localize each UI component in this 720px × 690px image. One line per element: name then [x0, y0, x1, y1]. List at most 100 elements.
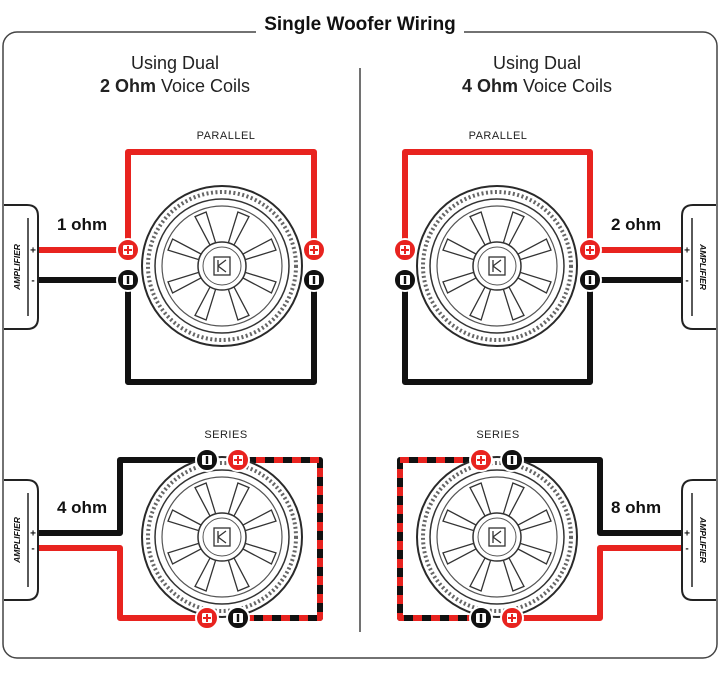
bl-terminal-pos-1-plus-v [237, 456, 239, 464]
tr-woofer-logo [488, 256, 506, 276]
top-right-impedance: 2 ohm [611, 215, 662, 234]
bl-terminal-neg-2 [226, 606, 250, 630]
top-left-config-label: PARALLEL [196, 130, 256, 142]
bl-terminal-neg-1-minus [205, 456, 209, 464]
tl-terminal-neg-1 [116, 268, 140, 292]
tr-terminal-neg-1 [393, 268, 417, 292]
left-heading: Using Dual 2 Ohm Voice Coils [5, 52, 345, 98]
tl-amplifier-body [4, 204, 39, 330]
tl-amplifier-plus-sign: + [30, 246, 36, 257]
br-woofer [416, 456, 578, 618]
br-terminal-pos-1-plus-v [480, 456, 482, 464]
bl-amplifier-body [4, 479, 39, 601]
bl-terminal-pos-1 [226, 448, 250, 472]
left-heading-line1: Using Dual [130, 53, 220, 73]
tr-woofer-gasket [421, 190, 573, 342]
tr-amplifier-label: AMPLIFIER [698, 243, 708, 291]
bl-amplifier-plus-sign: + [30, 529, 36, 540]
tr-amplifier-minus-sign: - [685, 276, 688, 287]
left-heading-rest: Voice Coils [160, 76, 251, 96]
bl-woofer-logo [213, 527, 231, 547]
bl-amplifier-minus-sign: - [31, 544, 34, 555]
tr-terminal-pos-2-plus-v [589, 246, 591, 254]
tl-woofer-surround-inner [161, 205, 283, 327]
br-terminal-neg-2 [469, 606, 493, 630]
tr-woofer-logo-mark [492, 259, 502, 273]
tr-terminal-pos-1-plus-v [404, 246, 406, 254]
br-amplifier-label: AMPLIFIER [698, 516, 708, 564]
tl-woofer-gasket [146, 190, 298, 342]
top-left-impedance: 1 ohm [57, 215, 108, 234]
tl-woofer-logo [213, 256, 231, 276]
bl-woofer-surround-inner [161, 476, 283, 598]
br-terminal-neg-1-minus [510, 456, 514, 464]
br-series-jumper-dash [397, 457, 481, 621]
tr-terminal-neg-1-minus [403, 276, 407, 284]
br-woofer-logo [488, 527, 506, 547]
tl-terminal-pos-1 [116, 238, 140, 262]
tl-terminal-neg-1-minus [126, 276, 130, 284]
bottom-left-config-label: SERIES [204, 429, 248, 441]
bl-woofer [141, 456, 303, 618]
br-amplifier-body [681, 479, 716, 601]
tl-terminal-neg-2-minus [312, 276, 316, 284]
br-terminal-neg-2-minus [479, 614, 483, 622]
br-amp-positive-wire [509, 545, 685, 621]
br-terminal-pos-2-plus-v [511, 614, 513, 622]
bl-amp-negative-wire [35, 457, 210, 536]
tl-woofer [141, 185, 303, 347]
top-right-config-label: PARALLEL [468, 130, 528, 142]
tr-terminal-pos-2 [578, 238, 602, 262]
tr-woofer [416, 185, 578, 347]
tl-amplifier-minus-sign: - [31, 276, 34, 287]
br-woofer-logo-mark [492, 530, 502, 544]
bottom-right-config-label: SERIES [476, 429, 520, 441]
tl-parallel-positive-jumper [125, 149, 317, 253]
right-heading-line1: Using Dual [492, 53, 582, 73]
br-amplifier [681, 479, 716, 601]
tr-amplifier-body [681, 204, 716, 330]
tr-amplifier-plus-sign: + [684, 246, 690, 257]
right-heading-rest: Voice Coils [522, 76, 613, 96]
br-woofer-surround-inner [436, 476, 558, 598]
tl-woofer-dustcap-ring [202, 246, 242, 286]
bottom-right-impedance: 8 ohm [611, 498, 662, 517]
br-terminal-pos-2 [500, 606, 524, 630]
tl-terminal-pos-1-plus-v [127, 246, 129, 254]
br-terminal-neg-1 [500, 448, 524, 472]
tr-parallel-positive-jumper [402, 149, 593, 253]
bl-series-jumper-dash [238, 457, 323, 621]
bl-amplifier [4, 479, 39, 601]
bl-terminal-neg-1 [195, 448, 219, 472]
tr-woofer-dustcap-ring [477, 246, 517, 286]
br-woofer-gasket [421, 461, 573, 613]
br-amp-negative-wire [509, 457, 685, 536]
bl-woofer-logo-mark [217, 530, 227, 544]
right-heading-bold: 4 Ohm [461, 76, 518, 96]
bl-woofer-gasket [146, 461, 298, 613]
br-amplifier-plus-sign: + [684, 529, 690, 540]
tr-terminal-pos-1 [393, 238, 417, 262]
tr-terminal-neg-2-minus [588, 276, 592, 284]
left-heading-bold: 2 Ohm [99, 76, 156, 96]
br-terminal-pos-1 [469, 448, 493, 472]
bl-amp-positive-wire [35, 545, 210, 621]
tr-amplifier [681, 204, 716, 330]
bl-amplifier-label: AMPLIFIER [12, 516, 22, 564]
tr-woofer-surround-inner [436, 205, 558, 327]
tl-terminal-pos-2 [302, 238, 326, 262]
tl-terminal-neg-2 [302, 268, 326, 292]
bl-terminal-pos-2-plus-v [206, 614, 208, 622]
tr-terminal-neg-2 [578, 268, 602, 292]
bl-woofer-dustcap-ring [202, 517, 242, 557]
tl-terminal-pos-2-plus-v [313, 246, 315, 254]
tl-woofer-logo-mark [217, 259, 227, 273]
right-heading: Using Dual 4 Ohm Voice Coils [367, 52, 707, 98]
br-amplifier-minus-sign: - [685, 544, 688, 555]
bottom-left-impedance: 4 ohm [57, 498, 108, 517]
br-woofer-dustcap-ring [477, 517, 517, 557]
tl-parallel-negative-jumper [125, 277, 317, 385]
tr-parallel-negative-jumper [402, 277, 593, 385]
